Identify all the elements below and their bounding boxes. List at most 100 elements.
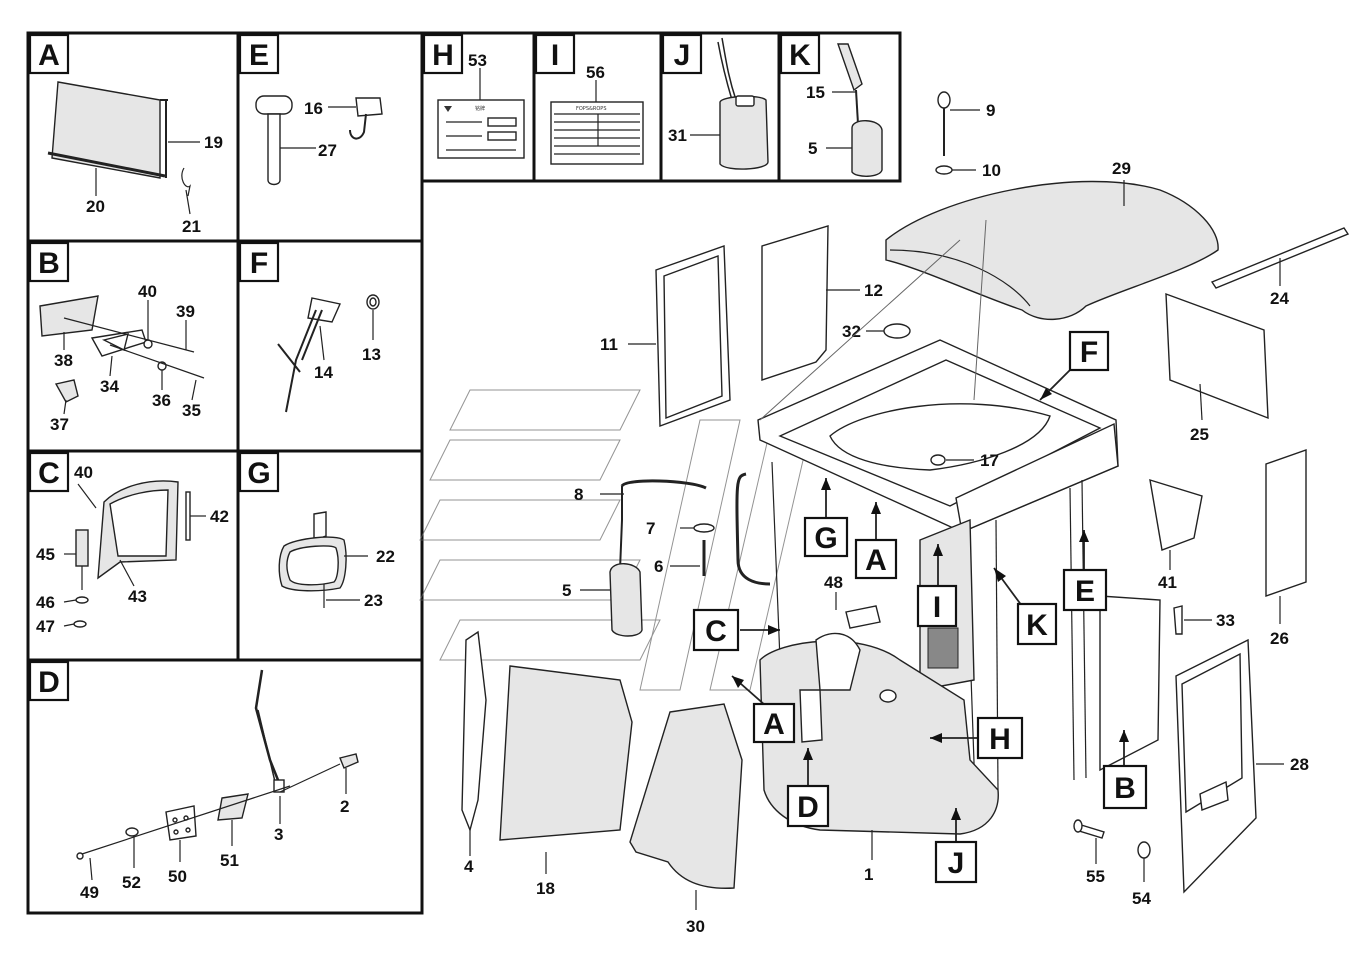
detail-J-washer-tank: 31 — [668, 37, 769, 170]
panel-letter-H: H — [422, 33, 464, 75]
label-40-b: 40 — [138, 282, 157, 301]
svg-text:B: B — [38, 247, 60, 280]
left-detail-frame — [26, 31, 424, 915]
grommet-17 — [930, 454, 946, 466]
label-10: 10 — [982, 161, 1001, 180]
label-3: 3 — [274, 825, 283, 844]
latch-33 — [1173, 605, 1183, 635]
label-32: 32 — [842, 322, 861, 341]
detail-panels-grid — [26, 31, 902, 915]
label-11: 11 — [600, 335, 618, 354]
callout-F: F — [1039, 330, 1110, 401]
svg-text:J: J — [948, 847, 965, 880]
label-43: 43 — [128, 587, 147, 606]
label-38: 38 — [54, 351, 73, 370]
svg-text:F: F — [1080, 336, 1098, 369]
label-51: 51 — [220, 851, 239, 870]
washer-54 — [1137, 841, 1151, 859]
label-22: 22 — [376, 547, 395, 566]
label-34: 34 — [100, 377, 119, 396]
main-exploded-view: 29 24 9 10 11 12 32 25 26 — [419, 91, 1350, 936]
callout-A-lower: A — [731, 675, 796, 744]
label-17: 17 — [980, 451, 999, 470]
glass-panel-12 — [761, 225, 829, 381]
panel-letter-F: F — [238, 241, 280, 283]
callout-J: J — [934, 808, 978, 884]
label-4: 4 — [464, 857, 474, 876]
label-27: 27 — [318, 141, 337, 160]
label-19: 19 — [204, 133, 223, 152]
front-glass-18 — [499, 665, 633, 841]
svg-text:I: I — [933, 591, 941, 624]
label-8: 8 — [574, 485, 583, 504]
svg-text:A: A — [763, 708, 785, 741]
label-50: 50 — [168, 867, 187, 886]
svg-text:K: K — [789, 39, 811, 72]
svg-text:A: A — [865, 544, 887, 577]
corner-glass-41 — [1149, 478, 1203, 551]
detail-E-hammer-hook: 16 27 — [255, 95, 383, 186]
panel-letter-E: E — [238, 33, 280, 75]
label-2: 2 — [340, 797, 349, 816]
svg-text:E: E — [1075, 575, 1095, 608]
label-31: 31 — [668, 126, 687, 145]
label-48: 48 — [824, 573, 843, 592]
roof-panel — [885, 180, 1219, 321]
label-15: 15 — [806, 83, 825, 102]
label-24: 24 — [1270, 289, 1289, 308]
door-glass-30 — [629, 703, 743, 889]
panel-letter-I: I — [534, 33, 576, 75]
lifting-eye — [937, 91, 951, 109]
label-35: 35 — [182, 401, 201, 420]
svg-text:H: H — [432, 39, 454, 72]
svg-text:G: G — [814, 522, 837, 555]
callout-A-upper: A — [854, 502, 898, 580]
detail-H-nameplate: 铭牌 53 — [437, 51, 525, 159]
svg-text:B: B — [1114, 772, 1136, 805]
callout-E: E — [1062, 530, 1108, 612]
svg-text:E: E — [249, 39, 269, 72]
svg-text:G: G — [247, 457, 270, 490]
label-23: 23 — [364, 591, 383, 610]
label-14: 14 — [314, 363, 333, 382]
svg-text:C: C — [38, 457, 60, 490]
detail-I-fops-rops-plate: FOPS&ROPS 56 — [550, 63, 644, 165]
label-46: 46 — [36, 593, 55, 612]
callout-I: I — [916, 544, 958, 628]
label-40-c: 40 — [74, 463, 93, 482]
panel-letter-J: J — [661, 33, 703, 75]
label-36: 36 — [152, 391, 171, 410]
label-20: 20 — [86, 197, 105, 216]
panel-4 — [461, 630, 487, 833]
washer-7 — [693, 523, 715, 533]
label-16: 16 — [304, 99, 323, 118]
detail-D-wiper: 2 3 51 50 52 49 — [76, 669, 359, 902]
label-18: 18 — [536, 879, 555, 898]
label-30: 30 — [686, 917, 705, 936]
label-29: 29 — [1112, 159, 1131, 178]
label-47: 47 — [36, 617, 55, 636]
label-13: 13 — [362, 345, 381, 364]
svg-text:C: C — [705, 615, 727, 648]
label-7: 7 — [646, 519, 655, 538]
label-41: 41 — [1158, 573, 1177, 592]
label-25: 25 — [1190, 425, 1209, 444]
svg-text:A: A — [38, 39, 60, 72]
svg-text:J: J — [674, 39, 691, 72]
callout-G: G — [803, 478, 849, 558]
svg-text:H: H — [989, 723, 1011, 756]
detail-C-cover: 40 42 45 43 46 47 — [36, 463, 229, 636]
detail-B-bracket: 40 39 38 34 36 35 37 — [39, 282, 205, 434]
plate-56-title: FOPS&ROPS — [576, 106, 607, 112]
label-53: 53 — [468, 51, 487, 70]
panel-letter-K: K — [779, 33, 821, 75]
mirror-5 — [609, 563, 643, 637]
plate-53-title: 铭牌 — [475, 105, 485, 112]
svg-text:F: F — [250, 247, 268, 280]
label-9: 9 — [986, 101, 995, 120]
side-glass-26 — [1265, 449, 1307, 597]
label-6: 6 — [654, 557, 663, 576]
side-glass-25 — [1165, 292, 1269, 420]
label-42: 42 — [210, 507, 229, 526]
svg-text:D: D — [797, 791, 819, 824]
